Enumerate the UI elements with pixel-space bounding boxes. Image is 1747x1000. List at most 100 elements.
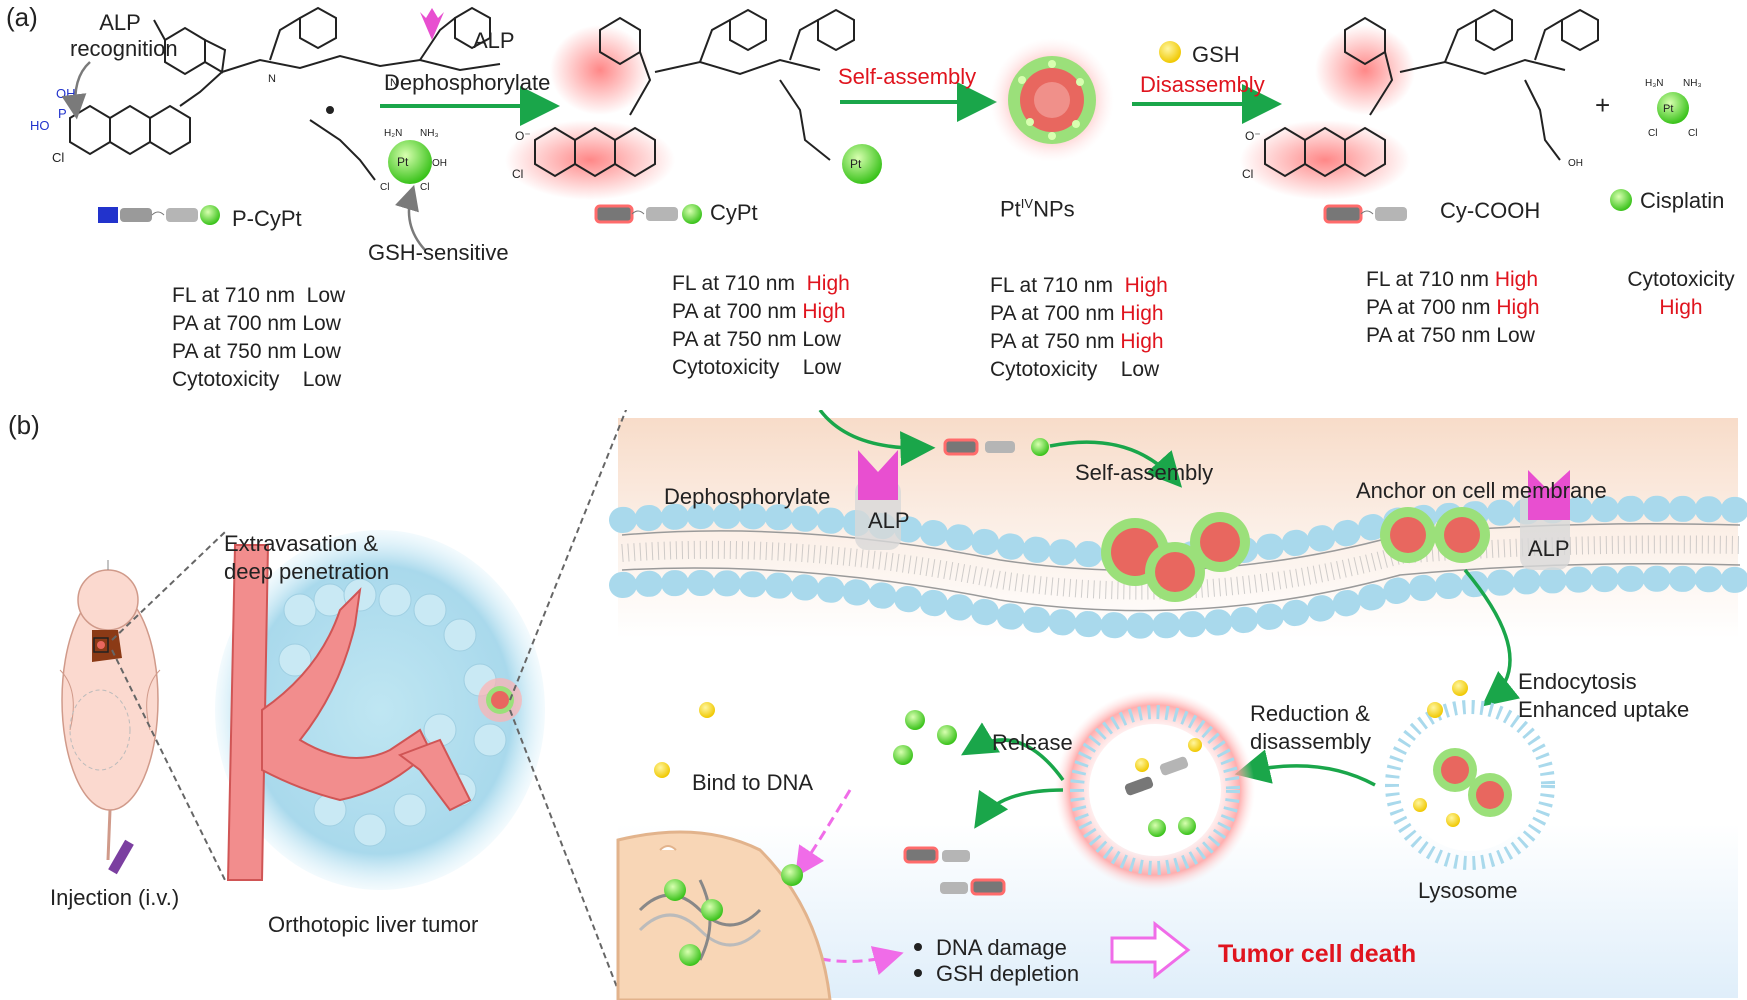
lysosome-label: Lysosome [1418,878,1518,903]
svg-text:O⁻: O⁻ [515,129,531,143]
tumor-cell-death-label: Tumor cell death [1218,940,1417,968]
svg-text:Cl: Cl [512,167,523,181]
svg-text:OH: OH [56,86,76,101]
prop-row: PA at 750 nm Low [1366,324,1535,347]
prop-row: PA at 750 nm Low [172,340,341,363]
orthotopic-liver-tumor-label: Orthotopic liver tumor [268,912,479,937]
cypt-properties: FL at 710 nm High PA at 700 nm High PA a… [672,270,850,382]
alp-enzyme-icon [420,8,444,40]
svg-text:P: P [58,106,67,121]
svg-text:Pt: Pt [1663,103,1673,115]
bullet-dna-damage: DNA damage [936,935,1067,960]
alp-recognition-label: ALP recognition [70,10,178,61]
svg-text:N: N [390,77,398,89]
cypt-structure: O⁻ Cl Pt [505,8,882,200]
release-arrow-down [974,788,1064,829]
alp-label-right: ALP [1528,536,1570,561]
svg-text:Cl: Cl [52,150,64,165]
prop-row: Cytotoxicity Low [172,368,342,391]
prop-row: Cytotoxicity [1627,268,1735,291]
cisplatin-name: Cisplatin [1640,188,1725,213]
prop-row: PA at 700 nm High [672,300,846,323]
prop-row: High [1659,296,1703,319]
extravasation-label: Extravasation & deep penetration [224,531,390,584]
prop-row: Cytotoxicity Low [672,356,842,379]
reduction-arrow [1234,749,1376,787]
alp-label-top: ALP [473,28,515,53]
p-cypt-schematic-icon [98,205,220,225]
cy-cooh-name: Cy-COOH [1440,198,1541,223]
pt-iv-nanoparticle [990,38,1114,162]
cypt-name: CyPt [710,200,758,225]
svg-text:NH₃: NH₃ [420,128,439,139]
cisplatin-schematic-icon [1610,189,1632,211]
svg-text:Cl: Cl [1688,128,1697,139]
cisplatin-properties: Cytotoxicity High [1620,266,1742,322]
panel-a-structures: HO P OH Cl N N Pt H₂N NH₃ Cl Cl OH O⁻ Cl [30,6,1702,251]
svg-text:OH: OH [1568,158,1583,169]
nucleus [616,830,832,1000]
prop-row: PA at 700 nm Low [172,312,341,335]
endocytosis-arrow [1463,568,1521,707]
prop-row: PA at 700 nm High [990,302,1164,325]
outcome-arrow [789,946,904,975]
p-cypt-structure [69,6,501,181]
bullet-gsh-depletion: GSH depletion [936,961,1080,986]
lysosome [1385,700,1555,870]
release-arrow-up [960,722,1065,782]
svg-text:H₂N: H₂N [384,128,402,139]
panel-b-illustration [59,410,1747,1000]
release-label: Release [992,730,1073,755]
svg-text:Cl: Cl [380,182,389,193]
alp-recognition-arrow [61,61,91,120]
p-cypt-name: P-CyPt [232,206,302,231]
reduction-label: Reduction & disassembly [1250,701,1372,754]
liver-tumor-illustration [215,530,545,890]
cy-cooh-structure: O⁻ Cl OH [1240,8,1599,200]
p-cypt-indole-ring [153,19,227,76]
p-cypt-xanthene [69,104,191,156]
panel-b-tag: (b) [8,410,40,440]
gsh-label: GSH [1192,42,1240,67]
disassembly-label: Disassembly [1140,72,1265,97]
svg-text:Cl: Cl [1242,167,1253,181]
dephosphorylate-label-b: Dephosphorylate [664,484,831,509]
self-assembly-label-b: Self-assembly [1075,460,1214,485]
gsh-sensitive-label: GSH-sensitive [368,240,509,265]
syringe-icon [108,839,134,875]
self-assembly-label: Self-assembly [838,64,977,89]
gsh-sensitive-arrow [394,184,426,251]
outcome-big-arrow [1110,920,1191,980]
panel-a-tag: (a) [6,2,38,32]
prop-row: PA at 750 nm Low [672,328,841,351]
cypt-schematic-icon [594,204,702,224]
svg-text:Cl: Cl [1648,128,1657,139]
dephosphorylate-label: Dephosphorylate [384,70,551,95]
svg-text:NH₃: NH₃ [1683,78,1702,89]
plus-sign: + [1595,90,1611,120]
disassembly-lysosome [1055,690,1255,890]
prop-row: PA at 750 nm High [990,330,1164,353]
dephosphorylate-arrow-b [818,410,936,467]
cisplatin-structure: Pt H₃N NH₃ Cl Cl [1645,78,1702,139]
svg-text:Pt: Pt [397,155,409,169]
gsh-icon [1159,41,1181,63]
p-cypt-properties: FL at 710 nm Low PA at 700 nm Low PA at … [172,282,345,394]
prop-row: Cytotoxicity Low [990,358,1160,381]
nanoparticle-cluster [1101,507,1490,602]
svg-text:Cl: Cl [420,182,429,193]
prop-row: PA at 700 nm High [1366,296,1540,319]
pt-iv-nps-properties: FL at 710 nm High PA at 700 nm High PA a… [990,272,1168,384]
bind-dna-arrow [795,789,852,878]
prop-row: FL at 710 nm High [1366,268,1539,291]
pt-iv-nps-name: PtIVNPs [1000,196,1075,222]
prop-row: FL at 710 nm High [990,274,1168,297]
alp-membrane-left [855,450,901,550]
svg-text:H₃N: H₃N [1645,78,1664,89]
bind-to-dna-label: Bind to DNA [692,770,814,795]
prop-row: FL at 710 nm Low [172,284,346,307]
self-assembly-arrow-b [1049,440,1183,488]
svg-text:HO: HO [30,118,50,133]
svg-text:OH: OH [432,158,447,169]
cy-cooh-schematic-icon [1323,204,1407,224]
